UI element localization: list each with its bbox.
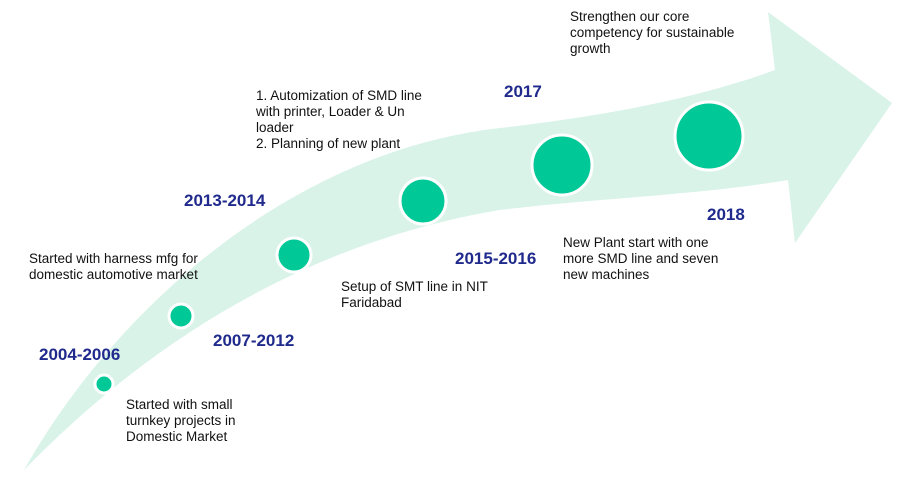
milestone-description-2017: New Plant start with one more SMD line a…	[563, 235, 718, 283]
milestone-description-2007-2012: Started with harness mfg for domestic au…	[29, 251, 198, 283]
milestone-circle-2018	[673, 100, 745, 172]
description-line: Domestic Market	[126, 429, 228, 444]
description-line: Strengthen our core	[570, 9, 690, 24]
description-line: loader	[256, 120, 294, 135]
description-line: 1. Automization of SMD line	[256, 88, 422, 103]
description-line: Faridabad	[341, 295, 402, 310]
description-line: 2. Planning of new plant	[256, 136, 401, 151]
description-line: more SMD line and seven	[563, 251, 719, 266]
milestone-description-2018: Strengthen our core competency for susta…	[570, 9, 734, 57]
description-line: Started with harness mfg for	[29, 251, 198, 266]
description-line: Started with small	[126, 397, 233, 412]
description-line: turnkey projects in	[126, 413, 236, 428]
description-line: New Plant start with one	[563, 235, 709, 250]
description-line: new machines	[563, 267, 650, 282]
milestone-circle-2007-2012	[167, 302, 195, 330]
milestone-description-2004-2006: Started with small turnkey projects in D…	[126, 397, 236, 445]
year-label-2013-2014: 2013-2014	[184, 191, 266, 210]
milestone-circle-2013-2014	[275, 236, 313, 274]
year-label-2007-2012: 2007-2012	[213, 331, 295, 350]
description-line: Setup of SMT line in NIT	[341, 279, 488, 294]
year-label-2017: 2017	[504, 82, 542, 101]
milestone-description-2013-2014: Setup of SMT line in NIT Faridabad	[341, 279, 488, 311]
year-label-2015-2016: 2015-2016	[455, 249, 537, 268]
year-label-2018: 2018	[707, 205, 745, 224]
milestone-circle-2004-2006	[93, 373, 115, 395]
description-line: domestic automotive market	[29, 267, 198, 282]
description-line: with printer, Loader & Un	[256, 104, 405, 119]
milestone-description-2015-2016: 1. Automization of SMD line with printer…	[256, 88, 422, 152]
year-label-2004-2006: 2004-2006	[39, 345, 121, 364]
description-line: competency for sustainable	[570, 25, 735, 40]
milestone-circle-2017	[530, 133, 594, 197]
description-line: growth	[570, 41, 611, 56]
milestone-circle-2015-2016	[398, 176, 448, 226]
